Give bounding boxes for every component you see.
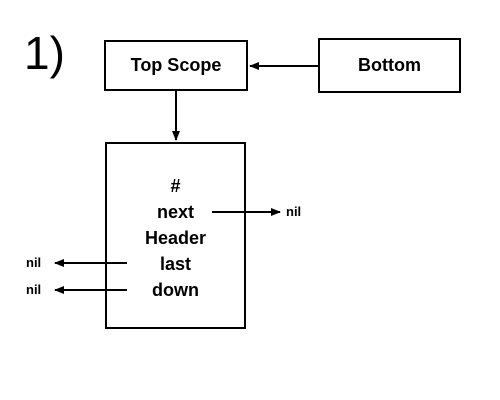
next-nil-label: nil (286, 204, 302, 219)
bottom-box: Bottom (318, 38, 461, 93)
field-last: last (159, 254, 192, 274)
down-nil-label: nil (26, 282, 42, 297)
field-hash: # (170, 176, 181, 196)
header-node-box (105, 142, 246, 329)
step-number: 1) (24, 27, 65, 79)
field-next: next (156, 202, 194, 222)
top-scope-box: Top Scope (104, 40, 248, 91)
bottom-label: Bottom (358, 55, 421, 75)
last-nil-label: nil (26, 255, 42, 270)
field-header: Header (144, 228, 207, 248)
field-down: down (152, 280, 199, 300)
top-scope-label: Top Scope (130, 55, 222, 75)
